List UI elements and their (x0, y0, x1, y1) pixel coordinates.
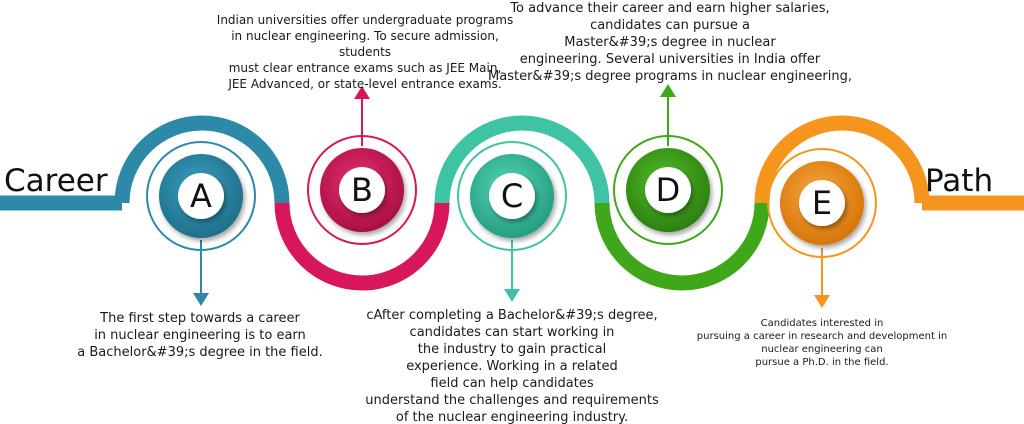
stage-b-outer-ring (307, 135, 417, 245)
stage-d-description: To advance their career and earn higher … (488, 1, 852, 84)
stage-d-node: D (613, 84, 723, 245)
stage-b-center (339, 167, 385, 213)
ribbon-arc-d (594, 202, 770, 291)
ribbon-arc-a (114, 115, 290, 204)
stage-d-outer-ring (613, 135, 723, 245)
stage-b-node: B (307, 86, 417, 245)
ribbon-arc-c (434, 115, 610, 204)
stage-a-center (178, 173, 224, 219)
stage-a-letter: A (190, 177, 212, 215)
stage-b-letter: B (351, 171, 373, 209)
path-label: Path (925, 163, 994, 199)
stage-a-node: A (146, 141, 256, 306)
stage-a-arrow-icon (193, 293, 209, 306)
ribbon-arc-e (754, 115, 930, 204)
stage-d-center (645, 167, 691, 213)
stage-c-arrow-icon (504, 289, 520, 302)
stage-e-arrow-icon (814, 295, 830, 308)
stage-e-node: E (767, 148, 877, 308)
stage-c-outer-ring (457, 141, 567, 251)
stage-c-node: C (457, 141, 567, 302)
stage-c-center (489, 173, 535, 219)
career-label: Career (4, 163, 108, 199)
stage-a-description: The first step towards a career in nucle… (77, 311, 323, 360)
stage-b-arrow-icon (354, 86, 370, 99)
stage-d-arrow-icon (660, 84, 676, 97)
stage-d-letter: D (656, 171, 681, 209)
stage-a-outer-ring (146, 141, 256, 251)
stage-c-description: cAfter completing a Bachelor&#39;s degre… (365, 308, 659, 424)
stage-e-outer-ring (767, 148, 877, 258)
stage-e-description: Candidates interested in pursuing a care… (696, 318, 948, 368)
stage-c-letter: C (501, 177, 523, 215)
stage-e-center (799, 180, 845, 226)
ribbon-arc-b (274, 202, 450, 291)
stage-e-letter: E (812, 184, 832, 222)
stage-b-description: Indian universities offer undergraduate … (216, 13, 514, 91)
